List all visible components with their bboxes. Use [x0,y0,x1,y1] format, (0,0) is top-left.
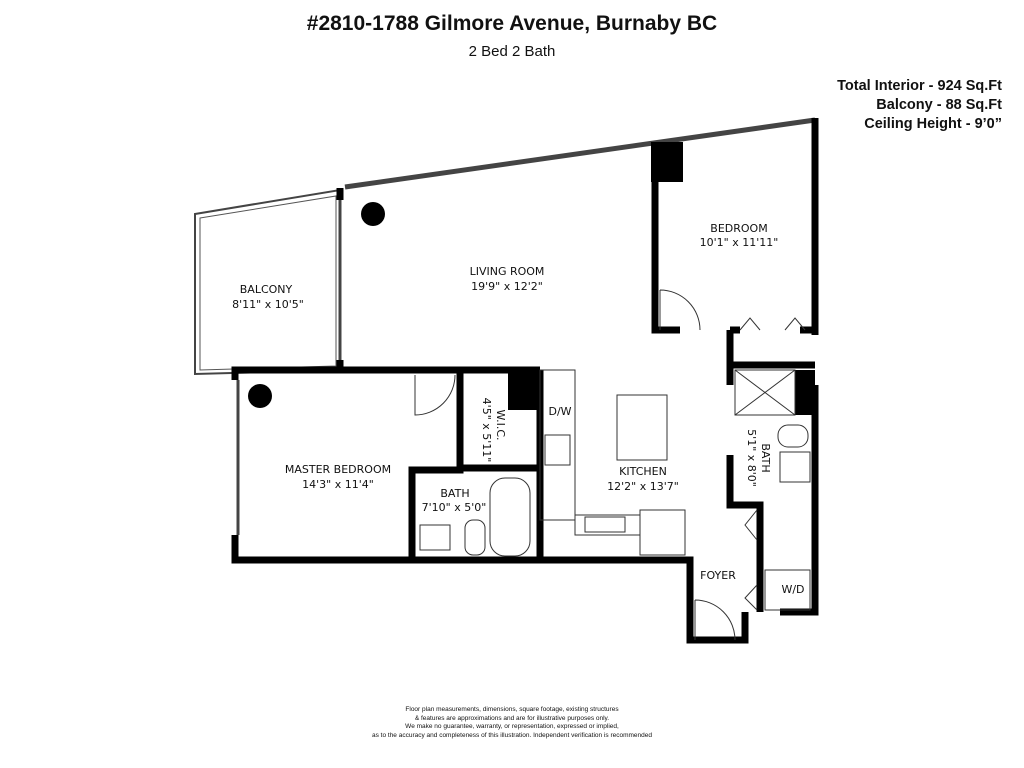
bedroom-label: BEDROOM [710,222,767,235]
disclaimer-line: & features are approximations and are fo… [414,714,610,722]
toilet-icon-2 [777,424,809,448]
master-size: 14'3" x 11'4" [302,478,374,491]
bath-sink-icon [419,524,451,551]
balcony-size: 8'11" x 10'5" [232,298,304,311]
kitchen-label: KITCHEN [619,465,667,478]
ceiling-height: Ceiling Height - 9’0” [864,116,1002,132]
bath2-label: BATH [759,443,772,472]
wic-label: W.I.C. [494,409,507,440]
disclaimer-line: as to the accuracy and completeness of t… [371,731,652,739]
washer-dryer [764,569,811,611]
living-label: LIVING ROOM [470,265,545,278]
exterior-walls [231,118,819,644]
sink-icon [544,434,571,466]
kitchen-island [616,394,668,461]
shower-icon [734,369,796,416]
total-interior: Total Interior - 924 Sq.Ft [837,78,1002,94]
bath1-size: 7'10" x 5'0" [422,501,487,514]
bedroom-size: 10'1" x 11'11" [700,236,779,249]
column-icon-2 [248,384,272,408]
dishwasher-label: D/W [548,405,571,418]
disclaimer-line: We make no guarantee, warranty, or repre… [405,723,619,730]
disclaimer: Floor plan measurements, dimensions, squ… [0,706,1024,740]
bathtub-icon [489,477,531,557]
balcony-area: Balcony - 88 Sq.Ft [876,97,1002,113]
balcony-outline [194,188,341,376]
disclaimer-line: Floor plan measurements, dimensions, squ… [405,706,619,713]
window-top [344,117,816,190]
bath2-size: 5'1" x 8'0" [745,429,758,487]
living-size: 19'9" x 12'2" [471,280,543,293]
listing-subtitle: 2 Bed 2 Bath [468,43,556,60]
kitchen-size: 12'2" x 13'7" [607,480,679,493]
area-stats: Total Interior - 924 Sq.Ft Balcony - 88 … [837,77,1002,134]
listing-title: #2810-1788 Gilmore Avenue, Burnaby BC [306,12,718,35]
column-icon [361,202,385,226]
wic-size: 4'5" x 5'11" [480,398,493,463]
foyer-label: FOYER [700,569,736,582]
toilet-icon [464,519,486,556]
washer-dryer-label: W/D [781,583,804,596]
master-label: MASTER BEDROOM [285,463,391,476]
bath1-label: BATH [440,487,469,500]
balcony-label: BALCONY [240,283,293,296]
stove-icon [584,516,626,533]
